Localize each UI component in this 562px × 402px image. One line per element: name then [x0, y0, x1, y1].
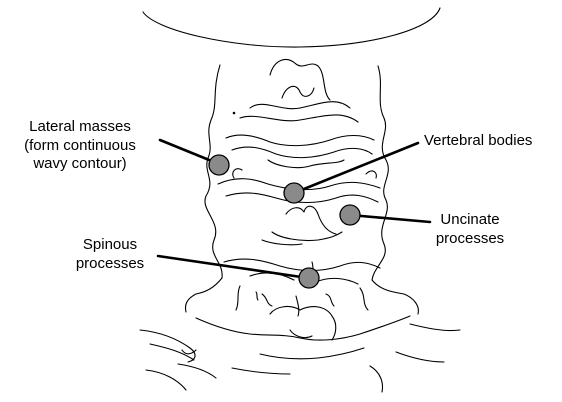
right-contour: [372, 66, 388, 280]
label-line: processes: [436, 230, 504, 247]
label-lateral-masses: Lateral masses (form continuous wavy con…: [24, 118, 136, 172]
marker-uncinate-processes: [340, 205, 360, 225]
leader-vertebral-bodies: [294, 143, 418, 193]
left-rib-line: [140, 330, 195, 362]
label-line: wavy contour): [32, 155, 126, 172]
spinous-process-c5: [286, 206, 336, 234]
leader-uncinate-processes: [350, 215, 430, 222]
label-line: Uncinate: [440, 211, 499, 228]
label-line: Spinous: [83, 236, 137, 253]
label-spinous-processes: Spinous processes: [76, 236, 144, 272]
marker-spinous-processes: [299, 268, 319, 288]
label-uncinate-processes: Uncinate processes: [436, 211, 504, 247]
marker-lateral-masses: [209, 155, 229, 175]
label-vertebral-bodies: Vertebral bodies: [424, 132, 532, 149]
skull-base-outline: [143, 8, 440, 47]
label-line: Vertebral bodies: [424, 132, 532, 149]
dot: [233, 112, 236, 115]
right-rib-line: [410, 324, 460, 331]
c3-superior-endplate: [226, 135, 374, 146]
leader-lines: [158, 140, 430, 278]
left-lower-contour: [185, 278, 222, 312]
dens-outline: [270, 60, 330, 100]
label-line: processes: [76, 255, 144, 272]
label-line: (form continuous: [24, 137, 136, 154]
marker-vertebral-bodies: [284, 183, 304, 203]
label-line: Lateral masses: [29, 118, 131, 135]
